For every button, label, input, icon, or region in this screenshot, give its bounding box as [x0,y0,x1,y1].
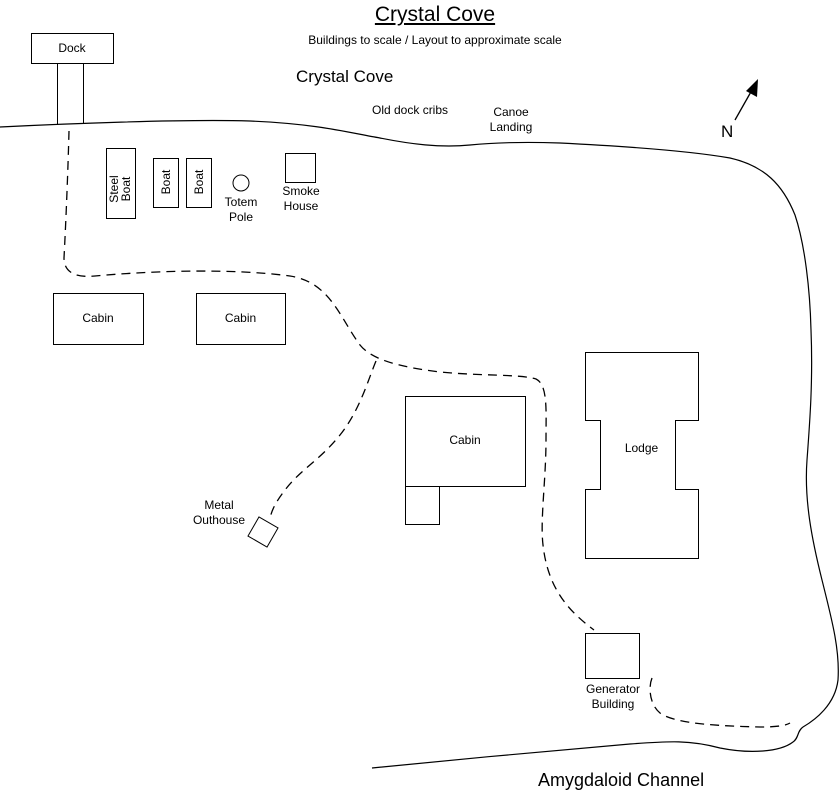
boat-2 [186,158,212,208]
totem-pole-icon [232,174,250,192]
north-shoreline [0,119,839,769]
canoe-landing-label: Canoe Landing [488,105,534,135]
generator-label: Generator Building [580,682,646,712]
cabin-middle [196,293,286,345]
trail-generator-shore [649,677,791,728]
lodge [585,352,699,559]
dock-label: Dock [58,41,86,55]
generator-building [585,633,640,679]
boat-1-label: Boat [159,169,173,195]
lodge-label: Lodge [624,441,659,455]
totem-pole-line1: Totem [224,195,258,209]
boat-2-label: Boat [192,169,206,195]
north-arrow-icon [734,79,758,121]
dock [31,33,114,125]
metal-outhouse [247,516,279,548]
outhouse-label: Metal Outhouse [186,498,252,528]
map-subtitle: Buildings to scale / Layout to approxima… [308,33,562,47]
smoke-house-line1: Smoke [282,184,320,198]
cove-label: Crystal Cove [296,67,394,86]
generator-line1: Generator [585,682,641,696]
steel-boat [106,148,136,219]
map-title: Crystal Cove [374,3,496,26]
cabin-large-label: Cabin [449,433,481,447]
cabin-west-label: Cabin [82,311,114,325]
trail-main [63,130,595,631]
cabin-large [405,396,526,525]
canoe-landing-line2: Landing [489,120,533,134]
outhouse-line1: Metal [204,498,234,512]
boat-1 [153,158,179,208]
steel-boat-label: Steel Boat [107,161,133,217]
north-label: N [721,122,734,141]
old-dock-cribs-label: Old dock cribs [372,103,449,117]
smoke-house-line2: House [283,199,319,213]
totem-pole-label: Totem Pole [218,195,264,225]
smoke-house-label: Smoke House [277,184,325,214]
outhouse-line2: Outhouse [192,513,246,527]
steel-boat-line2: Boat [119,176,133,202]
cabin-west [53,293,144,345]
smoke-house [285,153,316,183]
totem-pole-line2: Pole [228,210,254,224]
trail-outhouse [269,360,377,519]
cabin-middle-label: Cabin [224,311,257,325]
channel-label: Amygdaloid Channel [538,770,705,790]
canoe-landing-line1: Canoe [493,105,529,119]
generator-line2: Building [591,697,635,711]
